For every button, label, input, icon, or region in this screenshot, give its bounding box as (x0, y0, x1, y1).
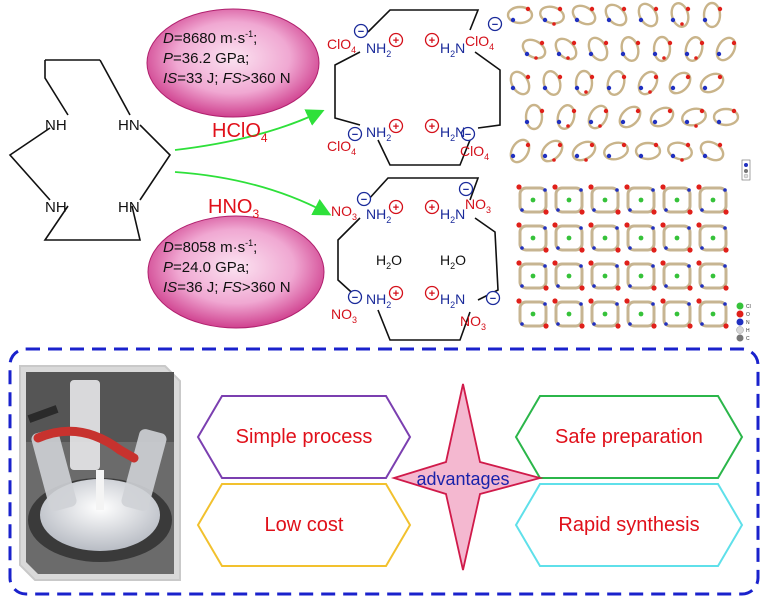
top-crystal-legend (741, 159, 751, 181)
minus-sign: − (361, 194, 367, 206)
ammonium-group: H2N (440, 291, 466, 310)
macrocycle-nh-4: HN (118, 199, 140, 216)
minus-sign: − (490, 293, 496, 305)
plus-sign: + (429, 202, 435, 214)
perchlorate-detonation-pressure: P=36.2 GPa; (163, 50, 250, 67)
minus-sign: − (465, 129, 471, 141)
nitrate-reaction-arrow (174, 171, 332, 216)
charge-markers (347, 16, 503, 306)
minus-sign: − (352, 292, 358, 304)
ammonium-group: H2N (440, 124, 466, 143)
minus-sign: − (463, 184, 469, 196)
legend-letter-h: H (746, 328, 750, 334)
nitrate-anion: NO3 (331, 203, 358, 222)
ammonium-group: NH2 (366, 291, 392, 310)
macrocycle-structure (8, 59, 172, 241)
perchlorate-anion: ClO4 (460, 143, 490, 162)
advantage-hexagon-low-cost (196, 483, 412, 567)
legend-letter-n: N (746, 320, 750, 326)
nitrate-anion: NO3 (465, 196, 492, 215)
nitrate-anion: NO3 (331, 306, 358, 325)
plus-sign: + (393, 288, 399, 300)
legend-letter-c: C (746, 336, 750, 342)
perchlorate-properties-ellipse (146, 8, 320, 118)
nitrate-properties-ellipse (147, 215, 325, 329)
minus-sign: − (492, 19, 498, 31)
nitrate-properties-text: D=8058 m·s-1; P=24.0 GPa; IS=36 J; FS>36… (163, 238, 291, 298)
perchlorate-detonation-velocity: D=8680 m·s-1; (163, 29, 258, 48)
perchlorate-salt-structure (334, 9, 501, 166)
legend-letter-cl: Cl (746, 304, 751, 310)
plus-sign: + (429, 35, 435, 47)
ammonium-group: H2N (440, 40, 466, 59)
nitrate-sensitivity: IS=36 J; FS>360 N (163, 279, 291, 296)
nitrate-detonation-pressure: P=24.0 GPa; (163, 259, 250, 276)
nitrate-anion: NO3 (460, 313, 487, 332)
atom-color-legend: Cl O N H C (736, 302, 751, 342)
macrocycle-nh-3: NH (45, 199, 67, 216)
ammonium-group: NH2 (366, 124, 392, 143)
perchlorate-reaction-arrow (174, 109, 325, 151)
perchlorate-properties-text: D=8680 m·s-1; P=36.2 GPa; IS=33 J; FS>36… (163, 29, 291, 89)
plus-sign: + (393, 121, 399, 133)
ammonium-group: NH2 (366, 206, 392, 225)
advantage-simple-process: Simple process (235, 426, 373, 448)
plus-sign: + (393, 35, 399, 47)
advantages-star (390, 383, 544, 571)
ammonium-group: H2N (440, 206, 466, 225)
macrocycle-nh-1: NH (45, 117, 67, 134)
water-molecule: H2O (376, 252, 403, 271)
advantage-hexagon-rapid-synthesis (514, 483, 744, 567)
advantages-center-label: advantages (416, 469, 509, 489)
advantage-safe-preparation: Safe preparation (555, 426, 703, 448)
minus-sign: − (352, 129, 358, 141)
advantage-rapid-synthesis: Rapid synthesis (558, 514, 700, 536)
nitrate-crystal-packing-image (516, 184, 729, 329)
perchloric-acid-label: HClO4 (212, 120, 268, 145)
nitric-acid-label: HNO3 (208, 196, 260, 221)
advantages-panel (8, 347, 760, 596)
plus-sign: + (429, 288, 435, 300)
legend-letter-o: O (746, 312, 750, 318)
perchlorate-anion: ClO4 (327, 138, 357, 157)
plus-sign: + (393, 202, 399, 214)
plus-sign: + (429, 121, 435, 133)
advantage-low-cost: Low cost (264, 514, 344, 536)
water-molecule: H2O (440, 252, 467, 271)
advantage-hexagon-simple-process (196, 395, 412, 479)
ammonium-group: NH2 (366, 40, 392, 59)
perchlorate-anion: ClO4 (327, 36, 357, 55)
macrocycle-nh-2: HN (118, 117, 140, 134)
perchlorate-crystal-packing-image (506, 1, 740, 164)
minus-sign: − (358, 26, 364, 38)
advantage-hexagon-safe-preparation (514, 395, 744, 479)
perchlorate-sensitivity: IS=33 J; FS>360 N (163, 70, 291, 87)
perchlorate-anion: ClO4 (465, 33, 495, 52)
nitrate-detonation-velocity: D=8058 m·s-1; (163, 238, 258, 257)
reaction-flask-photo (19, 365, 181, 581)
